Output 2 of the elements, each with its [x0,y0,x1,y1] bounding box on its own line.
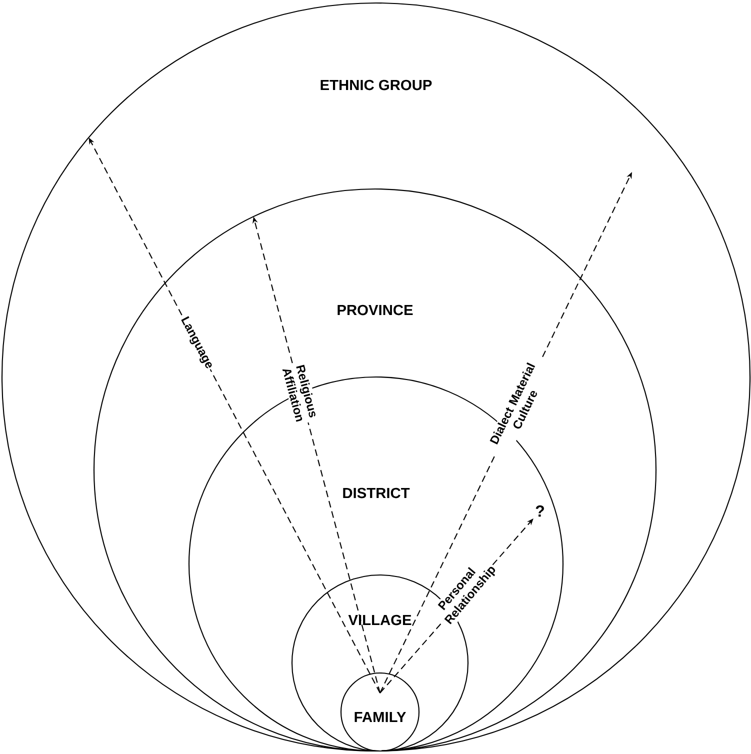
edge-label: Religious Affiliation [280,360,320,426]
question-mark: ? [536,505,544,517]
